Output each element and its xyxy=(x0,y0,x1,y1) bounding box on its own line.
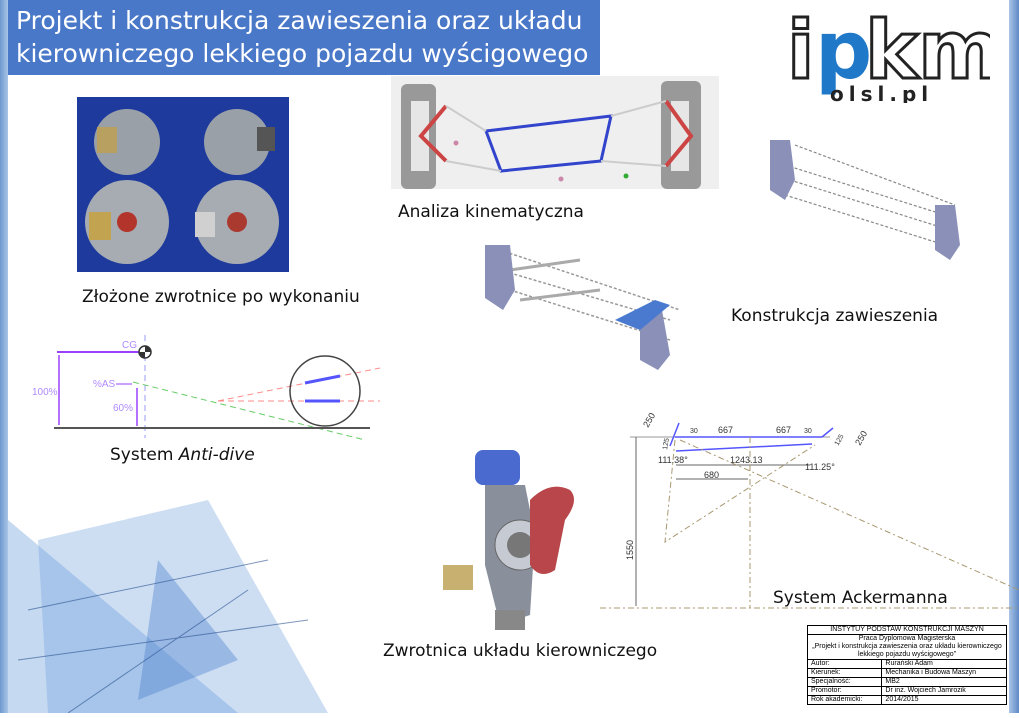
kinematics-diagram xyxy=(391,76,719,189)
title-block-row: Rok akademicki:2014/2015 xyxy=(806,695,1007,705)
row-value: MB2 xyxy=(881,677,1007,687)
dim-250-left: 250 xyxy=(641,411,657,429)
knuckles-photo xyxy=(77,97,289,272)
height-60-label: 60% xyxy=(113,403,133,414)
poster-title: Projekt i konstrukcja zawieszenia oraz u… xyxy=(8,0,600,75)
row-label: Kierunek: xyxy=(806,668,883,678)
dim-30-left: 30 xyxy=(690,428,698,435)
steering-knuckle-cad xyxy=(435,440,585,640)
dim-30-right: 30 xyxy=(804,428,812,435)
row-value: 2014/2015 xyxy=(881,695,1007,705)
suspension-cad-small xyxy=(755,125,975,265)
row-label: Autor: xyxy=(806,659,883,669)
dim-680: 680 xyxy=(704,470,719,480)
row-label: Specjalność: xyxy=(806,677,883,687)
poster-border-right xyxy=(1009,0,1019,713)
angle-left: 111.38° xyxy=(658,455,688,465)
caption-antidive-prefix: System xyxy=(110,445,179,465)
row-value: Mechanika i Budowa Maszyn xyxy=(881,668,1007,678)
title-block-table: INSTYTUY PODSTAW KONSTRUKCJI MASZYN Prac… xyxy=(806,625,1007,705)
title-block-row: Kierunek:Mechanika i Budowa Maszyn xyxy=(806,668,1007,678)
row-value: Rurański Adam xyxy=(881,659,1007,669)
as-label: %AS xyxy=(93,379,116,390)
title-block-row: Promotor:Dr inż. Wojciech Jamrozik xyxy=(806,686,1007,696)
ruler-decoration xyxy=(8,460,338,714)
antidive-diagram: CG 100% %AS 60% xyxy=(20,330,381,441)
svg-text:i: i xyxy=(787,8,814,97)
dim-250-right: 250 xyxy=(853,429,869,447)
thesis-title-line-1: „Projekt i konstrukcja zawieszenia oraz … xyxy=(807,643,1007,651)
caption-antidive-italic: Anti-dive xyxy=(178,445,255,465)
caption-steering-knuckle: Zwrotnica układu kierowniczego xyxy=(383,641,658,661)
ipkm-logo: i p km olsl.pl xyxy=(785,3,1004,107)
caption-suspension: Konstrukcja zawieszenia xyxy=(731,306,939,326)
caption-antidive: System Anti-dive xyxy=(110,445,255,465)
suspension-cad-large xyxy=(470,240,700,370)
dim-667-left: 667 xyxy=(718,425,733,435)
row-label: Promotor: xyxy=(806,686,883,696)
ackermann-diagram: 667 667 30 30 1243.13 680 1550 250 250 1… xyxy=(600,400,1019,610)
dim-1550: 1550 xyxy=(625,540,635,560)
svg-text:km: km xyxy=(865,8,990,97)
svg-text:olsl.pl: olsl.pl xyxy=(830,82,933,103)
dim-667-right: 667 xyxy=(776,425,791,435)
svg-text:p: p xyxy=(815,8,872,97)
angle-right: 111.25° xyxy=(805,462,835,472)
dim-1243: 1243.13 xyxy=(730,455,763,465)
dim-125-right: 125 xyxy=(834,433,846,447)
thesis-title-line-2: lekkiego pojazdu wyścigowego” xyxy=(807,651,1007,660)
institute-name: INSTYTUY PODSTAW KONSTRUKCJI MASZYN xyxy=(807,625,1007,635)
caption-kinematics: Analiza kinematyczna xyxy=(398,202,584,222)
poster-border-left xyxy=(0,0,8,713)
title-block-row: Specjalność:MB2 xyxy=(806,677,1007,687)
height-100-label: 100% xyxy=(32,387,58,398)
row-label: Rok akademicki: xyxy=(806,695,883,705)
row-value: Dr inż. Wojciech Jamrozik xyxy=(881,686,1007,696)
title-block-row: Autor:Rurański Adam xyxy=(806,659,1007,669)
caption-ackermann: System Ackermanna xyxy=(773,588,948,608)
cg-label: CG xyxy=(122,340,137,351)
caption-knuckles: Złożone zwrotnice po wykonaniu xyxy=(82,287,360,307)
thesis-type: Praca Dyplomowa Magisterska xyxy=(807,634,1007,643)
dim-125-left: 125 xyxy=(662,438,671,451)
